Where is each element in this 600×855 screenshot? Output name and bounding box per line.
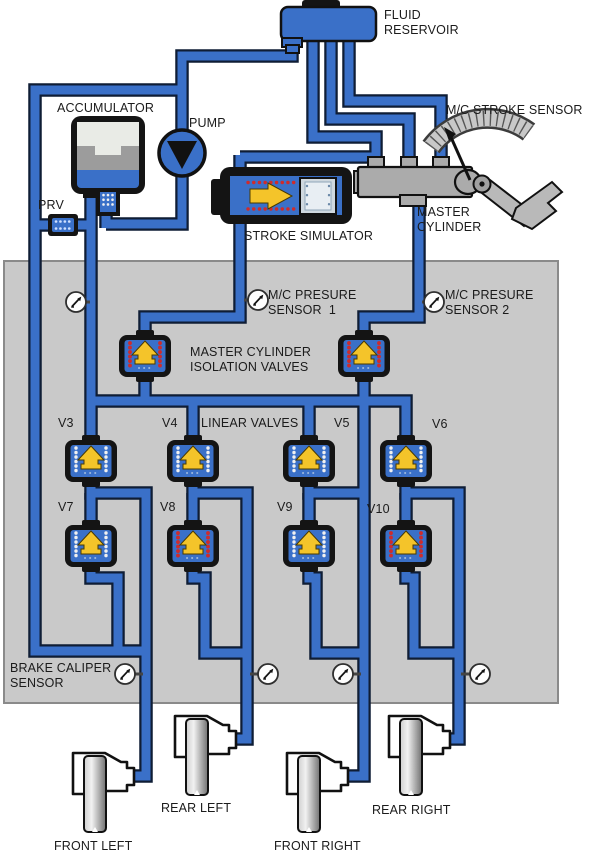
accumulator [71, 116, 145, 216]
master-cylinder [353, 156, 483, 207]
label-valve-v6: V6 [432, 417, 448, 431]
gauge-caliper-front-right [332, 663, 354, 685]
pump [157, 128, 207, 178]
label-rear-left: REAR LEFT [161, 801, 232, 815]
label-valve-v9: V9 [277, 500, 293, 514]
label-valve-v7: V7 [58, 500, 74, 514]
caliper-front-right [285, 751, 350, 834]
label-master-cylinder: MASTER CYLINDER [417, 205, 482, 234]
sensor-arc-hatching [424, 110, 534, 152]
label-valve-v3: V3 [58, 416, 74, 430]
gauge-caliper-front-left [114, 663, 136, 685]
label-stroke-simulator: STROKE SIMULATOR [244, 229, 374, 243]
label-rear-right: REAR RIGHT [372, 803, 451, 817]
brake-pedal-pad [510, 180, 564, 231]
flow-arrow-right [249, 182, 294, 210]
gauge-accumulator-line [65, 291, 87, 313]
label-brake-caliper-sensor: BRAKE CALIPER SENSOR [10, 661, 112, 690]
label-mc-pressure-sensor-1: M/C PRESURE SENSOR 1 [268, 288, 357, 317]
label-valve-v4: V4 [162, 416, 178, 430]
label-pump: PUMP [189, 116, 226, 130]
linear-valve-v5 [281, 435, 337, 487]
fluid-reservoir [279, 0, 378, 54]
mc-isolation-valve-2 [336, 330, 392, 382]
mc-isolation-valve-1 [117, 330, 173, 382]
linear-valve-v7 [63, 520, 119, 572]
label-prv: PRV [38, 198, 64, 212]
simulator-spring-pack [299, 177, 337, 215]
label-mc-stroke-sensor: M/C STROKE SENSOR [446, 103, 583, 117]
label-accumulator: ACCUMULATOR [57, 101, 155, 115]
prv-valve [48, 214, 78, 236]
accumulator-check-valve [96, 188, 120, 216]
caliper-front-left [71, 751, 136, 834]
linear-valve-v9 [281, 520, 337, 572]
label-valve-v10: V10 [367, 502, 390, 516]
pump-rotor-triangle [167, 141, 197, 169]
stroke-simulator [211, 167, 352, 224]
sensor-needle [448, 134, 472, 181]
label-front-left: FRONT LEFT [54, 839, 133, 853]
accumulator-gas-chamber [77, 122, 139, 146]
gauge-caliper-rear-right [469, 663, 491, 685]
linear-valve-v4 [165, 435, 221, 487]
label-mc-pressure-sensor-2: M/C PRESURE SENSOR 2 [445, 288, 534, 317]
mc-stroke-sensor-assembly [422, 107, 564, 231]
caliper-rear-right [387, 714, 452, 797]
label-valve-v5: V5 [334, 416, 350, 430]
linear-valve-v6 [378, 435, 434, 487]
linear-valve-v3 [63, 435, 119, 487]
label-linear-valves: LINEAR VALVES [201, 416, 299, 430]
gauge-mc-pressure-sensor-1 [247, 289, 269, 311]
linear-valve-v8 [165, 520, 221, 572]
label-valve-v8: V8 [160, 500, 176, 514]
gauge-caliper-rear-left [257, 663, 279, 685]
gauge-mc-pressure-sensor-2 [423, 291, 445, 313]
linear-valve-v10 [378, 520, 434, 572]
caliper-rear-left [173, 714, 238, 797]
label-fluid-reservoir: FLUID RESERVOIR [384, 8, 459, 37]
label-front-right: FRONT RIGHT [274, 839, 361, 853]
label-mc-isolation-valves: MASTER CYLINDER ISOLATION VALVES [190, 345, 312, 374]
